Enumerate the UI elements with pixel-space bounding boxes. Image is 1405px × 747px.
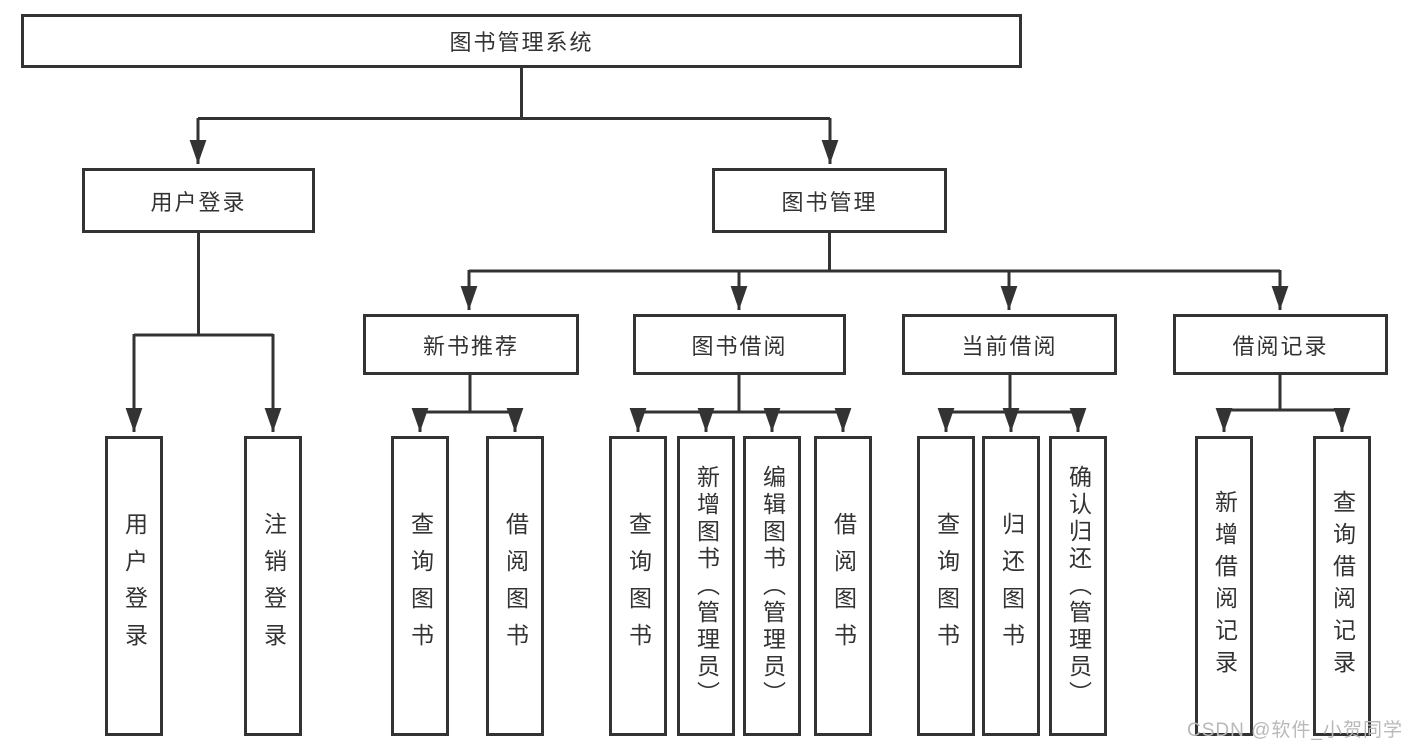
node-borrowing-records: 借阅记录	[1173, 314, 1388, 375]
leaf-borrow-books-borrowing: 借阅图书	[814, 436, 872, 736]
leaf-add-borrow-record-label: 新增借阅记录	[1211, 490, 1238, 682]
connector-current-borrowing-trunk	[946, 375, 1078, 414]
leaf-query-books-recommend-label: 查询图书	[407, 512, 434, 660]
leaf-logout-login-label: 注销登录	[260, 512, 287, 660]
leaf-return-books: 归还图书	[982, 436, 1040, 736]
node-book-management-label: 图书管理	[781, 189, 878, 215]
leaf-query-books-current: 查询图书	[917, 436, 975, 736]
leaf-query-books-borrowing: 查询图书	[609, 436, 667, 736]
node-root-label: 图书管理系统	[449, 30, 594, 55]
leaf-query-books-current-label: 查询图书	[933, 512, 960, 660]
leaf-confirm-return-admin-label: 确认归还（管理员）	[1065, 464, 1092, 708]
connector-root-trunk	[198, 68, 830, 120]
node-user-login-label: 用户登录	[150, 189, 247, 215]
leaf-query-books-borrowing-label: 查询图书	[625, 512, 652, 660]
leaf-logout-login: 注销登录	[244, 436, 302, 736]
leaf-add-borrow-record: 新增借阅记录	[1195, 436, 1253, 736]
node-book-borrowing-label: 图书借阅	[691, 333, 788, 359]
node-new-book-recommend: 新书推荐	[363, 314, 579, 375]
connector-book-borrowing-trunk	[638, 375, 843, 414]
leaf-user-login: 用户登录	[105, 436, 163, 736]
node-current-borrowing-label: 当前借阅	[961, 333, 1058, 359]
leaf-borrow-books-recommend: 借阅图书	[486, 436, 544, 736]
node-user-login: 用户登录	[82, 168, 315, 233]
connector-book-management-trunk	[469, 233, 1280, 273]
leaf-return-books-label: 归还图书	[998, 512, 1025, 660]
leaf-user-login-label: 用户登录	[121, 512, 148, 660]
leaf-add-books-admin-label: 新增图书（管理员）	[693, 464, 720, 708]
leaf-edit-books-admin-label: 编辑图书（管理员）	[759, 464, 786, 708]
connector-user-login-trunk	[134, 233, 273, 337]
node-current-borrowing: 当前借阅	[902, 314, 1117, 375]
connector-new-book-recommend-trunk	[420, 375, 515, 414]
leaf-add-books-admin: 新增图书（管理员）	[677, 436, 735, 736]
leaf-confirm-return-admin: 确认归还（管理员）	[1049, 436, 1107, 736]
node-new-book-recommend-label: 新书推荐	[422, 333, 519, 359]
leaf-query-borrow-record: 查询借阅记录	[1313, 436, 1371, 736]
leaf-borrow-books-borrowing-label: 借阅图书	[830, 512, 857, 660]
leaf-query-borrow-record-label: 查询借阅记录	[1329, 490, 1356, 682]
node-book-management: 图书管理	[712, 168, 947, 233]
node-borrowing-records-label: 借阅记录	[1232, 333, 1329, 359]
node-root: 图书管理系统	[21, 14, 1022, 68]
leaf-query-books-recommend: 查询图书	[391, 436, 449, 736]
node-book-borrowing: 图书借阅	[633, 314, 846, 375]
watermark: CSDN @软件_小贺同学	[1187, 720, 1403, 741]
leaf-borrow-books-recommend-label: 借阅图书	[502, 512, 529, 660]
connector-borrowing-records-trunk	[1224, 375, 1342, 412]
leaf-edit-books-admin: 编辑图书（管理员）	[743, 436, 801, 736]
